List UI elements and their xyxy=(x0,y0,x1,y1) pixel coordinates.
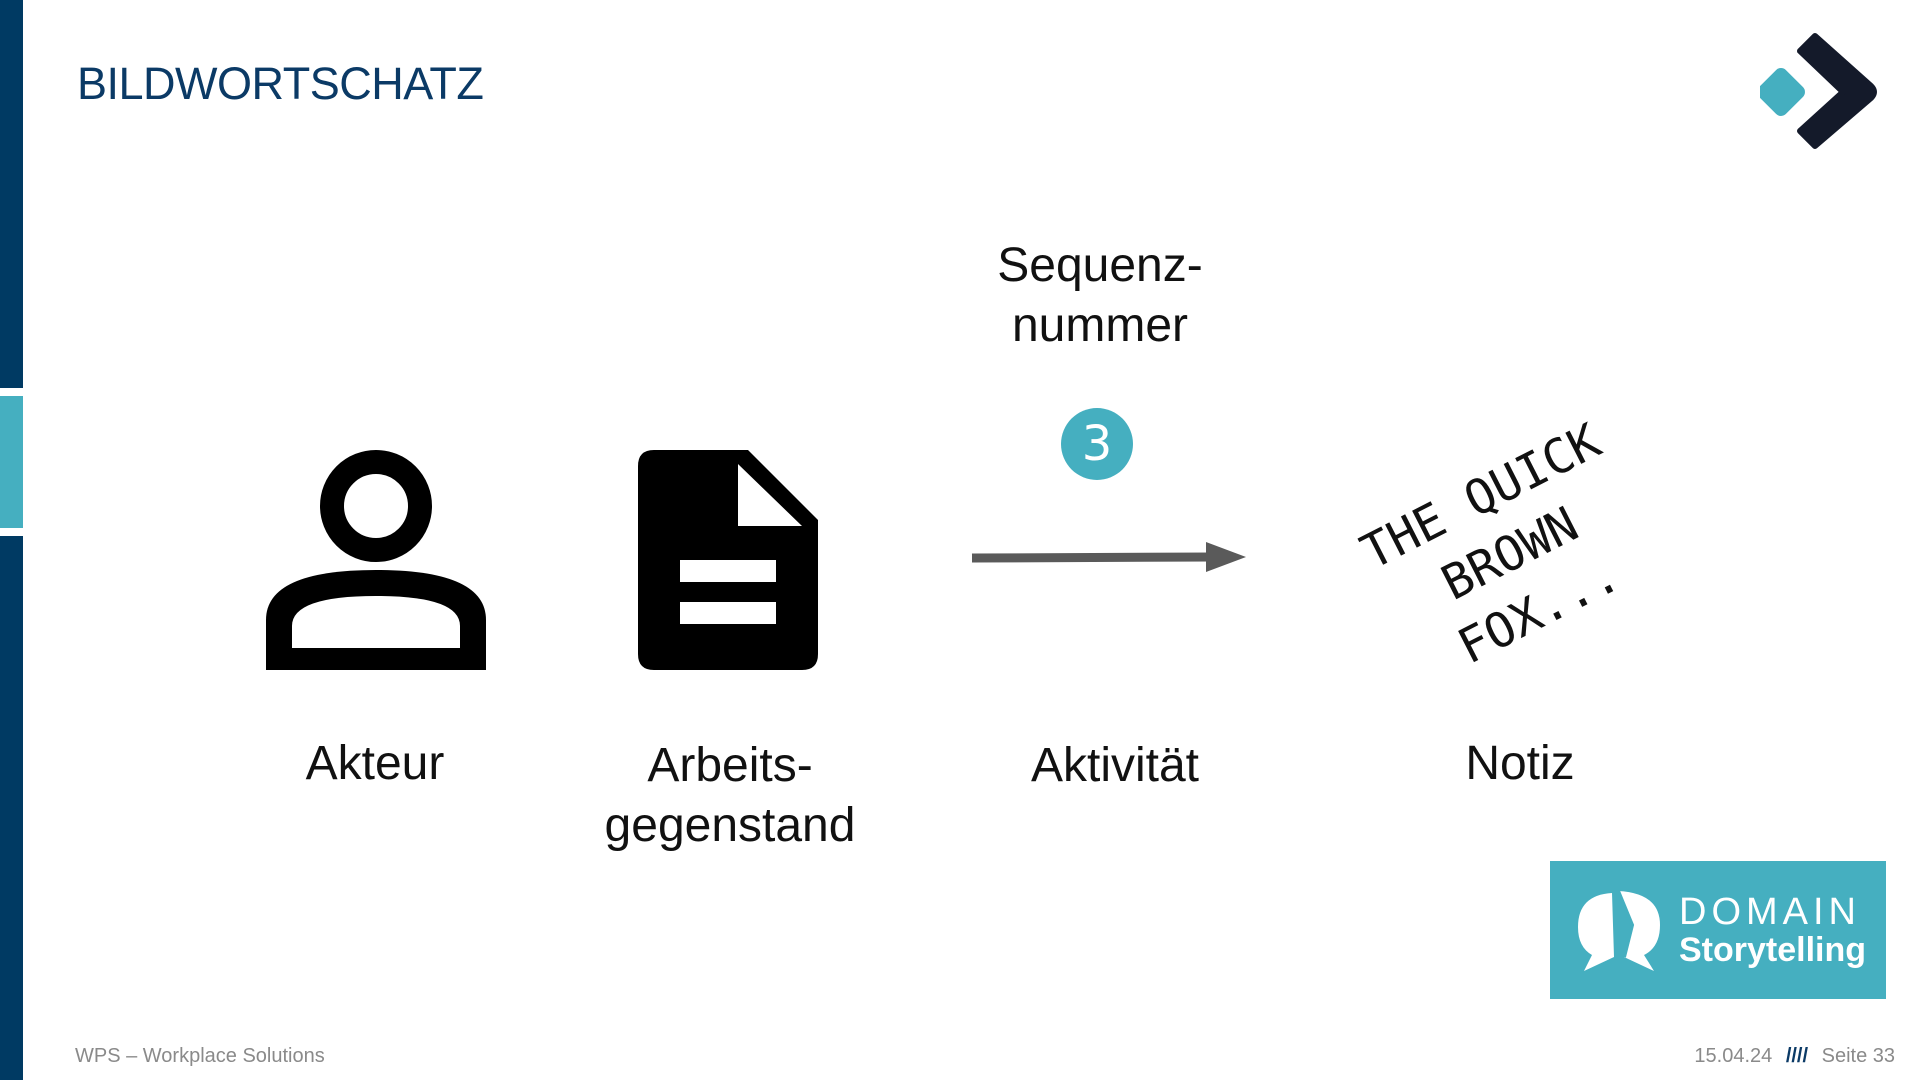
sequence-number-badge: 3 xyxy=(1061,408,1133,480)
footer-separator: //// xyxy=(1785,1045,1809,1067)
footer-meta: 15.04.24 //// Seite 33 xyxy=(1694,1045,1895,1068)
accent-bar-top xyxy=(0,0,23,388)
domain-storytelling-logo: DOMAIN Storytelling xyxy=(1550,861,1886,999)
work-object-document-icon xyxy=(638,450,818,670)
sequence-label-line2: nummer xyxy=(1011,299,1189,352)
activity-arrow-icon xyxy=(971,542,1246,572)
logo-text-storytelling: Storytelling xyxy=(1679,931,1867,969)
work-object-label-line2: gegenstand xyxy=(604,799,856,852)
activity-label: Aktivität xyxy=(1030,739,1200,792)
note-sample-text: THE QUICK BROWN FOX... xyxy=(1330,413,1690,675)
footer-date: 15.04.24 xyxy=(1694,1045,1773,1067)
brand-logo-icon xyxy=(1760,33,1877,149)
logo-text-domain: DOMAIN xyxy=(1679,891,1861,933)
work-object-label-line1: Arbeits- xyxy=(647,739,813,792)
accent-bar-bottom xyxy=(0,536,23,1080)
actor-label: Akteur xyxy=(305,737,445,790)
accent-bar-highlight xyxy=(0,396,23,528)
footer-company: WPS – Workplace Solutions xyxy=(75,1045,325,1067)
left-accent-bar xyxy=(0,0,23,1080)
actor-person-icon xyxy=(266,450,486,670)
speech-bubbles-icon xyxy=(1578,890,1660,971)
note-label: Notiz xyxy=(1465,737,1575,790)
footer-page-number: Seite 33 xyxy=(1821,1045,1895,1067)
note-handwriting: THE QUICK BROWN FOX... xyxy=(1306,387,1714,722)
sequence-label-line1: Sequenz- xyxy=(997,239,1203,292)
work-object-label: Arbeits- gegenstand xyxy=(560,736,900,856)
sequence-number-label: Sequenz- nummer xyxy=(960,236,1240,356)
slide-title: BILDWORTSCHATZ xyxy=(77,58,484,109)
